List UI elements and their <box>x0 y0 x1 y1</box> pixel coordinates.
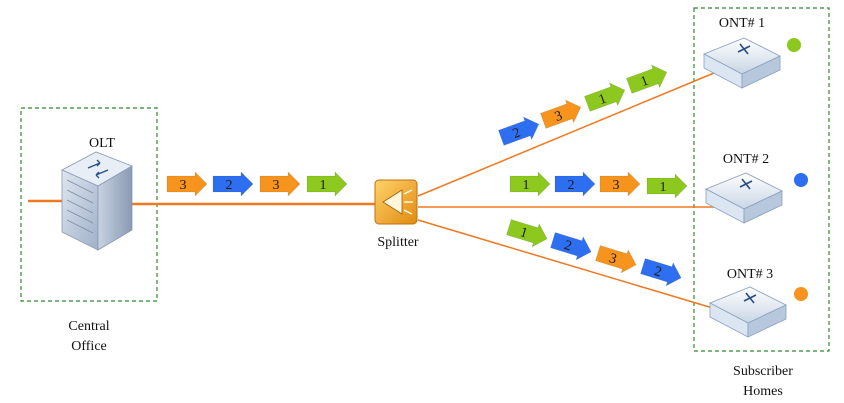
packet-arrow-branch3-1: 1 <box>506 219 548 248</box>
ont-device-2 <box>705 172 783 224</box>
subscriber-homes-label-line1: Subscriber <box>733 364 793 379</box>
packet-label: 3 <box>273 178 280 193</box>
packet-arrow-trunk-3: 3 <box>259 171 301 197</box>
packet-label: 2 <box>652 264 663 280</box>
packet-label: 3 <box>180 178 187 193</box>
ont-1-status-dot <box>787 38 801 52</box>
packet-arrow-trunk-2: 2 <box>212 171 254 197</box>
packet-arrow-branch2-3: 3 <box>599 171 641 197</box>
central-office-label-line1: Central <box>68 319 109 334</box>
ont-2-label: ONT# 2 <box>723 152 769 167</box>
subscriber-homes-box <box>693 7 830 352</box>
packet-label: 1 <box>523 178 530 193</box>
packet-label: 2 <box>568 178 575 193</box>
packet-label: 1 <box>660 180 667 195</box>
packet-arrow-branch2-4: 1 <box>646 173 688 199</box>
ont-3-status-dot <box>794 287 808 301</box>
packet-arrow-trunk-4: 1 <box>306 171 348 197</box>
packet-arrow-branch3-2: 2 <box>550 232 592 261</box>
packet-label: 3 <box>613 178 620 193</box>
fiber-branch-1 <box>417 67 727 197</box>
packet-arrow-branch2-2: 2 <box>554 171 596 197</box>
packet-label: 1 <box>639 74 651 90</box>
packet-label: 2 <box>511 126 523 142</box>
subscriber-homes-label-line2: Homes <box>743 384 783 399</box>
splitter-label: Splitter <box>377 235 419 250</box>
ont-3-label: ONT# 3 <box>727 267 773 282</box>
central-office-label-line2: Office <box>71 339 107 354</box>
packet-label: 1 <box>597 92 609 108</box>
packet-label: 2 <box>226 178 233 193</box>
olt-device <box>61 151 133 251</box>
packet-arrow-trunk-1: 3 <box>166 171 208 197</box>
ont-device-1 <box>703 37 781 89</box>
packet-arrow-branch3-3: 3 <box>595 245 637 274</box>
ont-2-status-dot <box>794 173 808 187</box>
packet-label: 1 <box>518 225 529 241</box>
packet-arrow-branch1-2: 3 <box>540 99 582 129</box>
packet-label: 3 <box>553 109 565 125</box>
packet-label: 3 <box>607 251 618 267</box>
packet-label: 2 <box>562 238 573 254</box>
packet-arrow-branch3-4: 2 <box>640 258 682 287</box>
ont-device-3 <box>709 286 787 338</box>
splitter-device <box>374 179 418 225</box>
packet-arrow-branch1-3: 1 <box>584 82 626 112</box>
ont-1-label: ONT# 1 <box>719 16 765 31</box>
packet-arrow-branch2-1: 1 <box>509 171 551 197</box>
packet-arrow-branch1-1: 2 <box>498 116 540 146</box>
fiber-branch-3 <box>417 219 727 313</box>
olt-label: OLT <box>89 136 115 151</box>
packets-layer: 3 2 3 1 2 3 1 1 1 2 3 1 1 2 3 2 <box>166 64 688 287</box>
packet-label: 1 <box>320 178 327 193</box>
packet-arrow-branch1-4: 1 <box>626 64 668 94</box>
